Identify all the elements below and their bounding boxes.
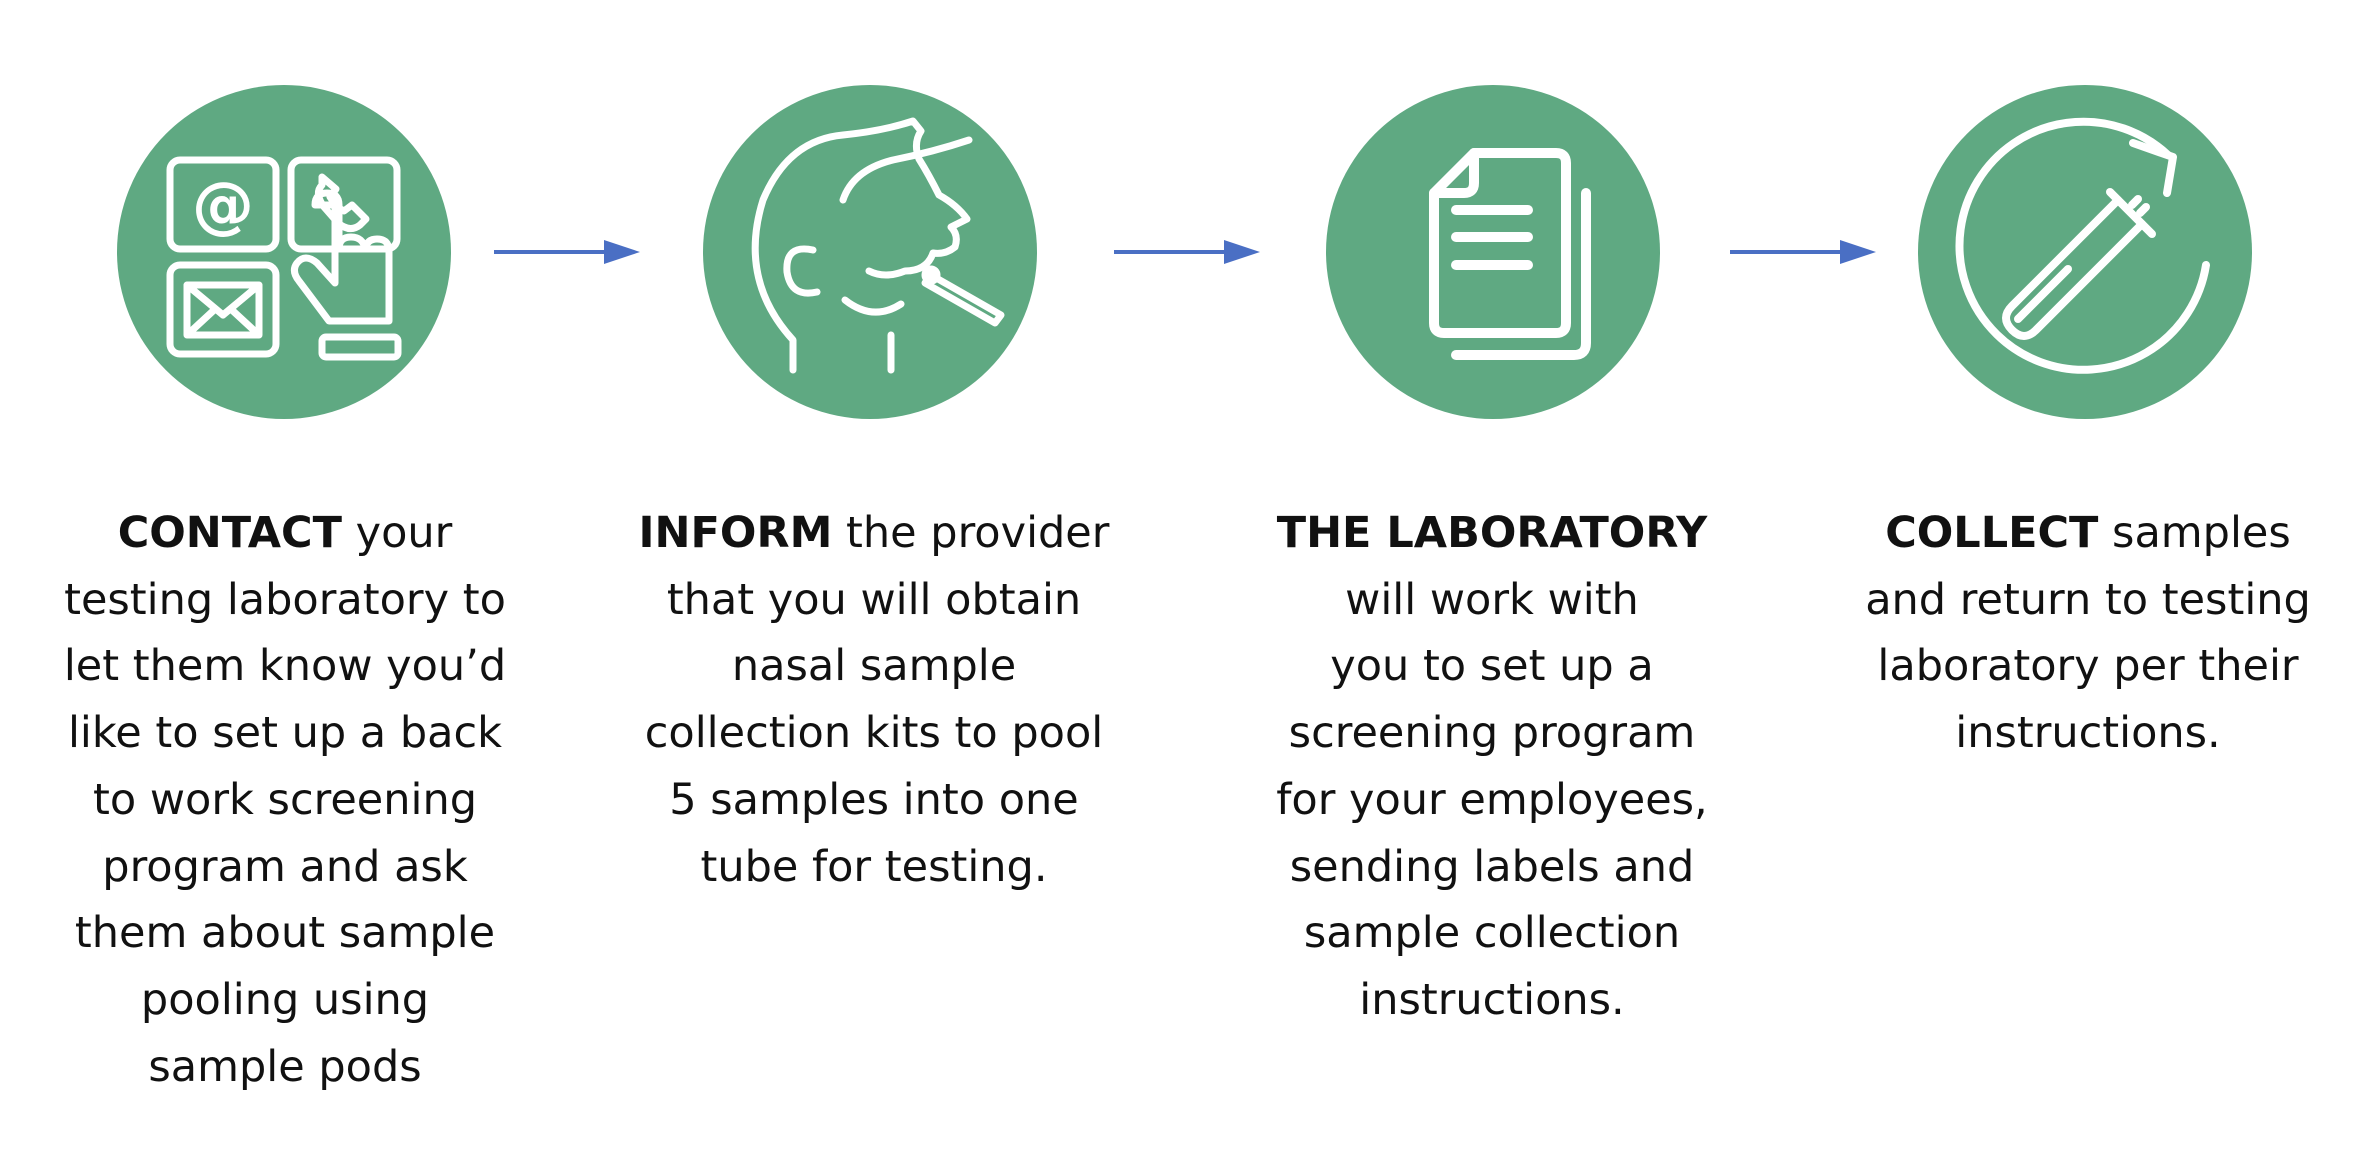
step-4-keyword: COLLECT — [1885, 508, 2099, 558]
step-3-line-3: screening program — [1288, 708, 1696, 759]
step-3-circle — [1326, 85, 1660, 419]
step-1-description: CONTACT your testing laboratory to let t… — [50, 500, 520, 1100]
svg-text:@: @ — [192, 168, 254, 241]
step-3-description: THE LABORATORY will work with you to set… — [1262, 500, 1722, 1034]
step-3-line-5: sending labels and — [1289, 841, 1695, 892]
step-3-line-4: for your employees, — [1276, 774, 1708, 825]
test-tube-return-icon — [1955, 117, 2210, 374]
step-3-line-2: you to set up a — [1330, 641, 1654, 692]
step-4-circle — [1918, 85, 2252, 419]
step-2-line: INFORM the provider — [634, 500, 1114, 567]
arrow-2-3 — [1114, 240, 1260, 264]
step-3-keyword: THE LABORATORY — [1276, 508, 1708, 558]
step-4-line-1: and return to testing — [1865, 574, 2311, 625]
documents-icon — [1429, 148, 1591, 360]
step-1-line-7: pooling using — [140, 974, 430, 1025]
step-2-line-2: nasal sample — [731, 641, 1017, 692]
step-2-line-0: the provider — [832, 508, 1110, 558]
step-4-line-2: laboratory per their — [1877, 641, 2299, 692]
step-2-line-3: collection kits to pool — [644, 708, 1104, 759]
step-1-line: CONTACT your — [50, 500, 520, 567]
step-3-line: THE LABORATORY — [1262, 500, 1722, 567]
step-3-line-6: sample collection — [1303, 908, 1681, 959]
step-1-line-6: them about sample — [74, 908, 496, 959]
step-2-keyword: INFORM — [638, 508, 833, 558]
step-4-line: COLLECT samples — [1848, 500, 2328, 567]
step-1-line-1: testing laboratory to — [64, 574, 506, 625]
step-1-line-5: program and ask — [102, 841, 468, 892]
step-1-line-0: your — [341, 508, 453, 558]
step-1-line-3: like to set up a back — [67, 708, 503, 759]
step-4-line-3: instructions. — [1955, 708, 2221, 759]
arrow-3-4 — [1730, 240, 1876, 264]
step-3-line-1: will work with — [1345, 574, 1639, 625]
step-1-line-2: let them know you’d — [63, 641, 507, 692]
nasal-swab-icon — [751, 117, 1005, 374]
step-1-line-4: to work screening — [93, 774, 477, 825]
step-4-description: COLLECT samples and return to testing la… — [1848, 500, 2328, 767]
contact-methods-icon: @ — [166, 156, 402, 361]
step-2-circle — [703, 85, 1037, 419]
step-1-line-8: sample pods — [148, 1041, 422, 1092]
step-4-line-0: samples — [2098, 508, 2291, 558]
step-1-keyword: CONTACT — [117, 508, 342, 558]
step-2-line-5: tube for testing. — [700, 841, 1048, 892]
step-3-line-7: instructions. — [1359, 974, 1625, 1025]
step-2-line-4: 5 samples into one — [669, 774, 1079, 825]
step-2-description: INFORM the provider that you will obtain… — [634, 500, 1114, 900]
arrow-1-2 — [494, 240, 640, 264]
step-2-line-1: that you will obtain — [666, 574, 1082, 625]
step-1-circle: @ — [117, 85, 451, 419]
